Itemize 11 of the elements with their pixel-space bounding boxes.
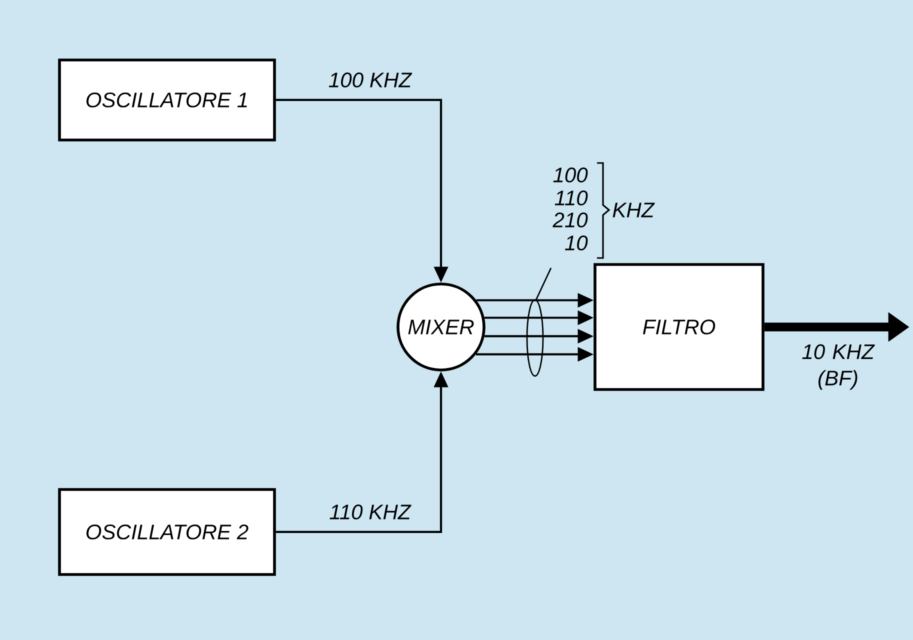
frequency-label: 210 [552, 212, 588, 228]
block-box: OSCILLATORE 1 [58, 58, 276, 142]
unit-label: KHZ [612, 202, 655, 218]
frequency-label: 110 [554, 190, 588, 206]
frequency-label: 10 [565, 236, 588, 250]
block-box: OSCILLATORE 2 [58, 488, 276, 576]
edge-label: 10 KHZ (BF) [802, 344, 875, 390]
edge-label: 100 KHZ [328, 72, 412, 88]
frequency-label: 100 [553, 168, 588, 182]
edge-label: 110 KHZ [330, 504, 412, 520]
block-box: FILTRO [594, 263, 764, 391]
